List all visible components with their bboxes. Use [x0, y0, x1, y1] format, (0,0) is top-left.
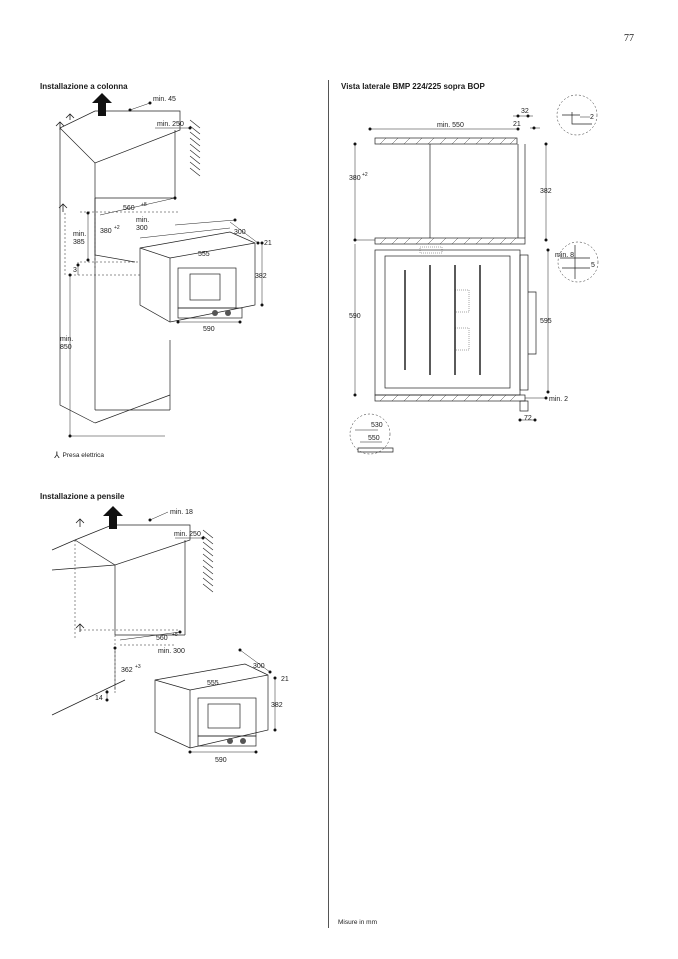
dim-floor-offset-b: 385: [73, 239, 85, 246]
dim-depth-min-b: 300: [136, 225, 148, 232]
dim-595: 595: [540, 318, 552, 325]
dim-vent: min. 250: [174, 531, 201, 538]
dim-niche-height-sup: +3: [135, 664, 141, 670]
legend: ⅄ Presa elettrica: [54, 450, 104, 461]
wall-installation-title: Installazione a pensile: [40, 492, 125, 501]
outlet-icon: [55, 113, 75, 212]
dim-530: 530: [371, 422, 383, 429]
outlet-icon: [75, 518, 85, 632]
dim-base-b: 850: [60, 344, 72, 351]
dim-niche-height: 362: [121, 667, 133, 674]
dim-height-382: 382: [271, 702, 283, 709]
footer-note: Misure in mm: [338, 919, 378, 926]
dim-590: 590: [349, 313, 361, 320]
dim-width-555: 555: [198, 251, 210, 258]
dim-niche-width: 560: [123, 205, 135, 212]
dim-depth-300: 300: [253, 663, 265, 670]
dim-front-21: 21: [264, 240, 272, 247]
dim-niche-height: 380: [100, 228, 112, 235]
dim-min-8: min. 8: [555, 252, 574, 259]
dim-vent: min. 250: [157, 121, 184, 128]
dim-width-590: 590: [215, 757, 227, 764]
column-installation-title: Installazione a colonna: [40, 82, 128, 91]
dim-depth-min-a: min.: [136, 217, 149, 224]
dim-niche-height-sup: +2: [114, 225, 120, 231]
side-view-title: Vista laterale BMP 224/225 sopra BOP: [341, 82, 485, 91]
dim-top-clearance: min. 45: [153, 96, 176, 103]
dim-21: 21: [513, 121, 521, 128]
dim-5: 5: [591, 262, 595, 269]
dim-three: 3: [73, 267, 77, 274]
dim-72: 72: [524, 415, 532, 422]
dim-niche-width: 560: [156, 635, 168, 642]
dim-width-555: 555: [207, 680, 219, 687]
dim-top-clearance: min. 18: [170, 509, 193, 516]
dim-niche-width-sup: +8: [141, 202, 147, 208]
dim-32: 32: [521, 108, 529, 115]
dim-width-590: 590: [203, 326, 215, 333]
dim-depth-300: 300: [234, 229, 246, 236]
airflow-arrow-icon: [103, 506, 123, 529]
dim-depth-min: min. 300: [158, 648, 185, 655]
dim-floor-offset-a: min.: [73, 231, 86, 238]
legend-label: Presa elettrica: [62, 452, 105, 459]
column-divider: [328, 80, 329, 928]
vent-hatch: [202, 529, 214, 593]
page-number: 77: [624, 33, 634, 44]
dim-min-550: min. 550: [437, 122, 464, 129]
airflow-arrow-icon: [92, 93, 112, 116]
dim-niche-width-sup: +8: [172, 632, 178, 638]
dim-fourteen: 14: [95, 695, 103, 702]
dim-550: 550: [368, 435, 380, 442]
dim-380-sup: +2: [362, 172, 368, 178]
dim-2: 2: [590, 114, 594, 121]
dim-base-a: min.: [60, 336, 73, 343]
dim-height-382: 382: [255, 273, 267, 280]
dim-min-2: min. 2: [549, 396, 568, 403]
vent-hatch: [189, 119, 201, 177]
dim-380: 380: [349, 175, 361, 182]
dim-382: 382: [540, 188, 552, 195]
dim-front-21: 21: [281, 676, 289, 683]
outlet-icon: ⅄: [54, 450, 60, 460]
